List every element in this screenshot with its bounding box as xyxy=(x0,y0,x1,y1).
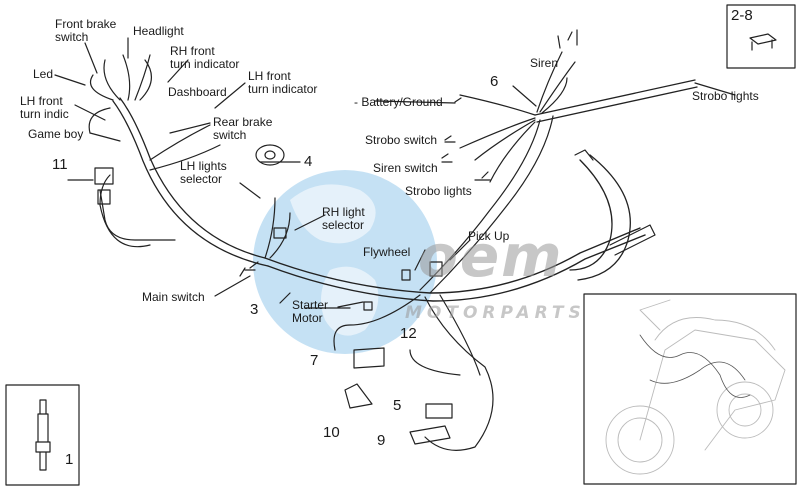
label-lh-front-turn-indicator: LH front turn indicator xyxy=(248,69,318,96)
callout-12: 12 xyxy=(400,325,417,342)
callout-6: 6 xyxy=(490,73,499,90)
spark-plug-inset-box xyxy=(5,384,80,486)
label-siren: Siren xyxy=(530,56,559,70)
label-rear-brake-switch: Rear brake switch xyxy=(213,115,273,142)
label-headlight: Headlight xyxy=(133,24,184,38)
label-front-brake-switch: Front brake switch xyxy=(55,17,117,44)
callout-10: 10 xyxy=(323,424,340,441)
regulator-7 xyxy=(353,347,385,369)
label-flywheel: Flywheel xyxy=(363,245,411,259)
label-battery-ground: - Battery/Ground xyxy=(354,95,443,109)
callout-4: 4 xyxy=(304,153,313,170)
label-dashboard: Dashboard xyxy=(168,85,227,99)
label-lh-front-turn-indic: LH front turn indic xyxy=(20,94,69,121)
relay-5 xyxy=(425,403,453,419)
label-lh-lights-selector: LH lights selector xyxy=(180,159,227,186)
relay-11 xyxy=(94,167,114,185)
label-main-switch: Main switch xyxy=(142,290,205,304)
label-strobo-switch: Strobo switch xyxy=(365,133,438,147)
label-strobo-lights-right: Strobo lights xyxy=(692,89,759,103)
bracket-10 xyxy=(344,383,373,409)
watermark-brand: oem xyxy=(418,222,564,290)
label-led: Led xyxy=(33,67,54,81)
callout-1: 1 xyxy=(65,451,74,468)
horn-4 xyxy=(255,144,285,166)
callout-7: 7 xyxy=(310,352,319,369)
label-game-boy: Game boy xyxy=(28,127,84,141)
label-strobo-lights-bottom: Strobo lights xyxy=(405,184,472,198)
flywheel-connector xyxy=(401,269,411,281)
fuse-icon xyxy=(749,33,777,51)
callout-11: 11 xyxy=(52,156,68,173)
scooter-inset-box xyxy=(583,293,797,485)
label-rh-front-turn-indicator: RH front turn indicator xyxy=(170,44,240,71)
callout-9: 9 xyxy=(377,432,386,449)
label-starter-motor: Starter Motor xyxy=(292,298,329,325)
callout-5: 5 xyxy=(393,397,402,414)
callout-2-8: 2-8 xyxy=(731,7,753,24)
label-pick-up: Pick Up xyxy=(468,229,510,243)
pickup-connector xyxy=(429,261,443,277)
relay-9 xyxy=(409,425,451,445)
fuse-inset-box xyxy=(726,4,796,69)
watermark-sub: MOTORPARTS xyxy=(405,303,586,323)
callout-3: 3 xyxy=(250,301,259,318)
label-rh-light-selector: RH light selector xyxy=(322,205,365,232)
label-siren-switch: Siren switch xyxy=(373,161,438,175)
